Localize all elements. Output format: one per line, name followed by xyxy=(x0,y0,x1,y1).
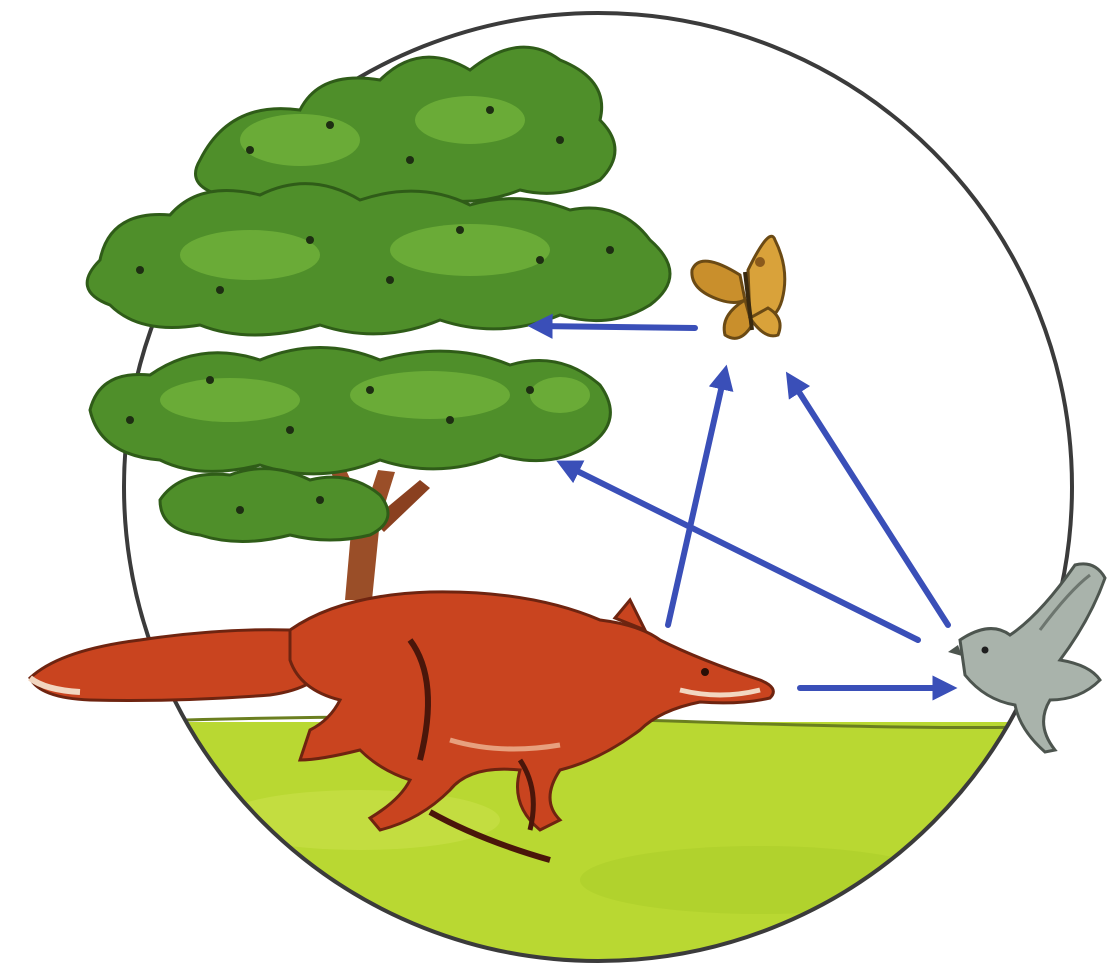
arrow-butterfly-to-tree xyxy=(535,326,695,328)
arrow-fox-to-butterfly xyxy=(668,372,725,625)
tree-icon xyxy=(87,47,670,600)
butterfly-icon xyxy=(692,236,785,338)
